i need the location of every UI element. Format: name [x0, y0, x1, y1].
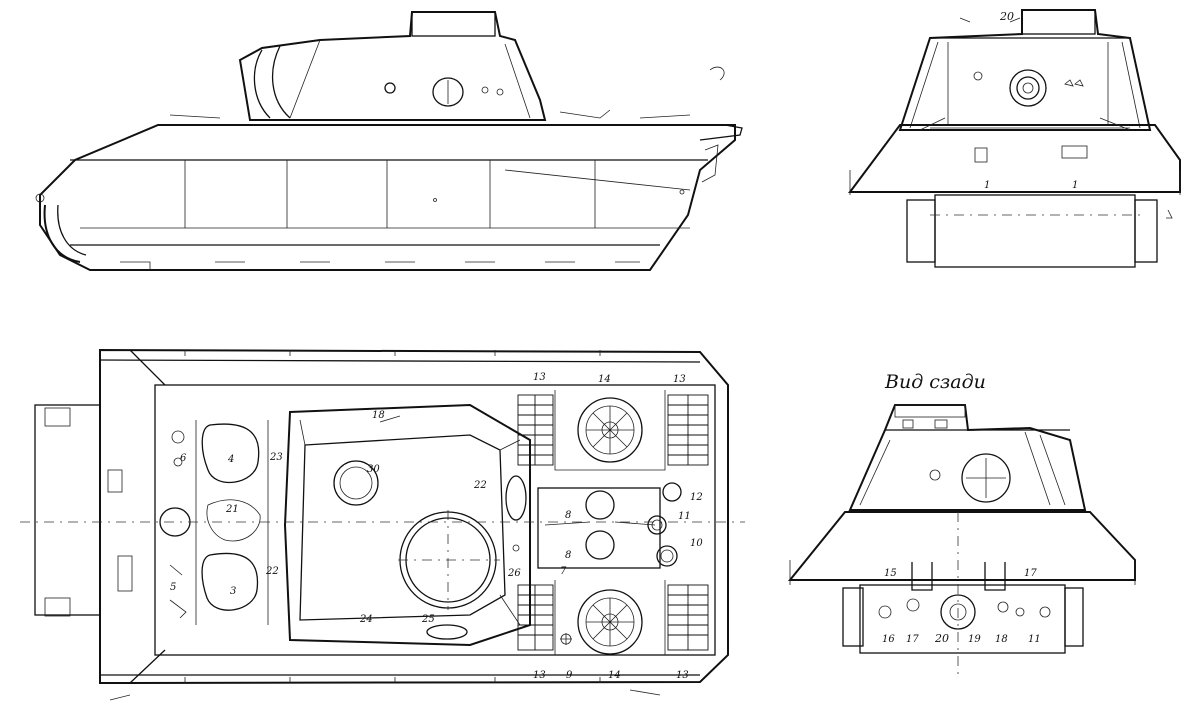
label-26: 26: [507, 568, 521, 579]
label-3: 3: [230, 586, 236, 597]
top-fan-right: [577, 589, 643, 655]
label-16: 16: [882, 634, 895, 645]
label-13: 13: [533, 670, 546, 681]
label-17: 17: [906, 634, 919, 645]
label-20: 20: [934, 632, 949, 645]
top-turret: [283, 403, 531, 647]
label-13: 13: [673, 374, 686, 385]
top-front-plate: [34, 404, 101, 616]
side-turret-mantlet: [253, 45, 291, 119]
label-21: 21: [225, 504, 239, 515]
label-8: 8: [565, 550, 571, 561]
label-7: 7: [560, 566, 567, 577]
side-turret-hatch: [432, 77, 464, 107]
label-1: 1: [1072, 180, 1078, 191]
rear-view: [787, 404, 1136, 680]
label-4: 4: [227, 454, 234, 465]
label-11: 11: [678, 511, 691, 522]
drawing-labels: Вид сзади 20 13 14 13 18 30 4 23 21 22 2…: [170, 10, 1078, 681]
top-hull: [99, 348, 729, 685]
top-engine-grilles: [517, 394, 709, 651]
side-vision-port: [384, 82, 396, 94]
label-9: 9: [566, 670, 573, 681]
label-24: 24: [359, 614, 373, 625]
rear-view-caption: Вид сзади: [884, 371, 986, 393]
label-5: 5: [170, 582, 176, 593]
label-23: 23: [269, 452, 283, 463]
label-14: 14: [608, 670, 621, 681]
label-17: 17: [1024, 568, 1037, 579]
label-14: 14: [598, 374, 611, 385]
front-glacis: [934, 194, 1136, 268]
label-15: 15: [884, 568, 897, 579]
front-gun-mantlet: [1009, 69, 1047, 107]
rear-hull: [787, 511, 1136, 581]
label-front-20: 20: [999, 10, 1014, 23]
top-fan-left: [577, 397, 643, 463]
label-22: 22: [473, 480, 487, 491]
top-view: [20, 348, 745, 701]
top-deck: [154, 384, 716, 656]
label-10: 10: [690, 538, 703, 549]
side-hull: [39, 124, 736, 271]
label-30: 30: [367, 464, 380, 475]
label-18: 18: [995, 634, 1008, 645]
side-turret: [238, 11, 547, 121]
label-22: 22: [265, 566, 279, 577]
label-12: 12: [690, 492, 703, 503]
label-19: 19: [968, 634, 981, 645]
front-hull: [848, 124, 1181, 193]
label-25: 25: [421, 614, 435, 625]
label-6: 6: [180, 453, 187, 464]
top-commander-cupola: [333, 460, 379, 506]
label-11: 11: [1028, 634, 1041, 645]
rear-turret-hatch: [961, 453, 1011, 503]
label-1: 1: [984, 180, 990, 191]
rear-exhaust-center: [940, 594, 976, 630]
label-13: 13: [533, 372, 546, 383]
front-view: [848, 9, 1181, 268]
side-drive-sprocket: [43, 204, 81, 263]
side-view: [35, 11, 743, 271]
label-8: 8: [565, 510, 571, 521]
label-18: 18: [372, 410, 385, 421]
label-13: 13: [676, 670, 689, 681]
